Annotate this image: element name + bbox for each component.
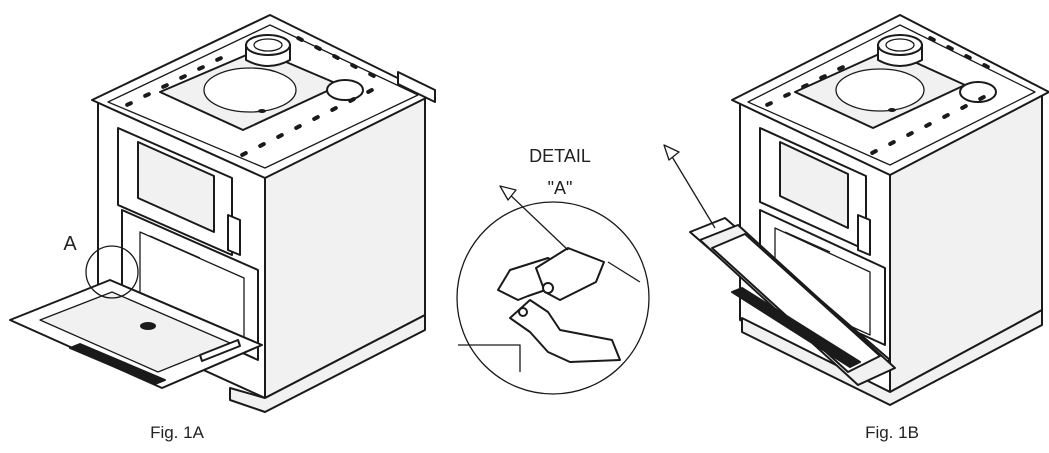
hinge-pin [542,282,554,294]
arrow-line [667,149,716,229]
fig-1a-caption: Fig. 1A [150,423,205,442]
callout-circle-a [85,245,139,299]
vent-slots [765,36,990,155]
small-burner-ring [326,79,364,101]
flue-collar [877,34,923,56]
arrow-line [504,189,569,251]
door-knob [140,322,156,330]
handle [227,214,241,256]
oven-rail [784,231,831,253]
flue-collar [245,34,291,56]
arrow-head [663,144,680,161]
window-glass [137,141,215,233]
flue-inner [885,38,915,52]
small-burner-ring [959,81,997,103]
top-rim [747,24,1036,166]
plinth [741,309,1043,406]
window-glass [779,141,849,229]
detail-title: DETAIL [529,146,591,166]
arrow-detail [499,185,569,251]
door-handle [199,339,241,362]
handle [857,214,871,256]
door-edge [731,287,861,368]
arrow-head [499,185,517,201]
door-edge [69,343,166,385]
oven-rail [149,235,201,259]
detail-ref: "A" [548,178,573,198]
plinth [229,314,426,413]
bracket-pin [518,307,528,317]
detail-circle [456,201,650,395]
frame-edge [458,344,521,372]
main-burner-ring [203,67,297,113]
flue-inner [253,38,283,52]
arrow-door [663,144,716,229]
oven-opening [121,209,259,361]
callout-label-a: A [63,233,77,255]
frame-line [607,261,641,283]
detail-a [456,201,650,395]
main-burner-ring [835,68,925,112]
fig-1b-caption: Fig. 1B [865,423,919,442]
top-rim [107,24,419,169]
hinge-bracket [509,299,621,363]
burner-knob [888,108,896,112]
stove-fig-1b [689,14,1049,406]
stove-fig-1a [9,14,436,413]
vent-slots [125,36,376,157]
side-rail [397,71,436,103]
burner-knob [258,109,266,113]
